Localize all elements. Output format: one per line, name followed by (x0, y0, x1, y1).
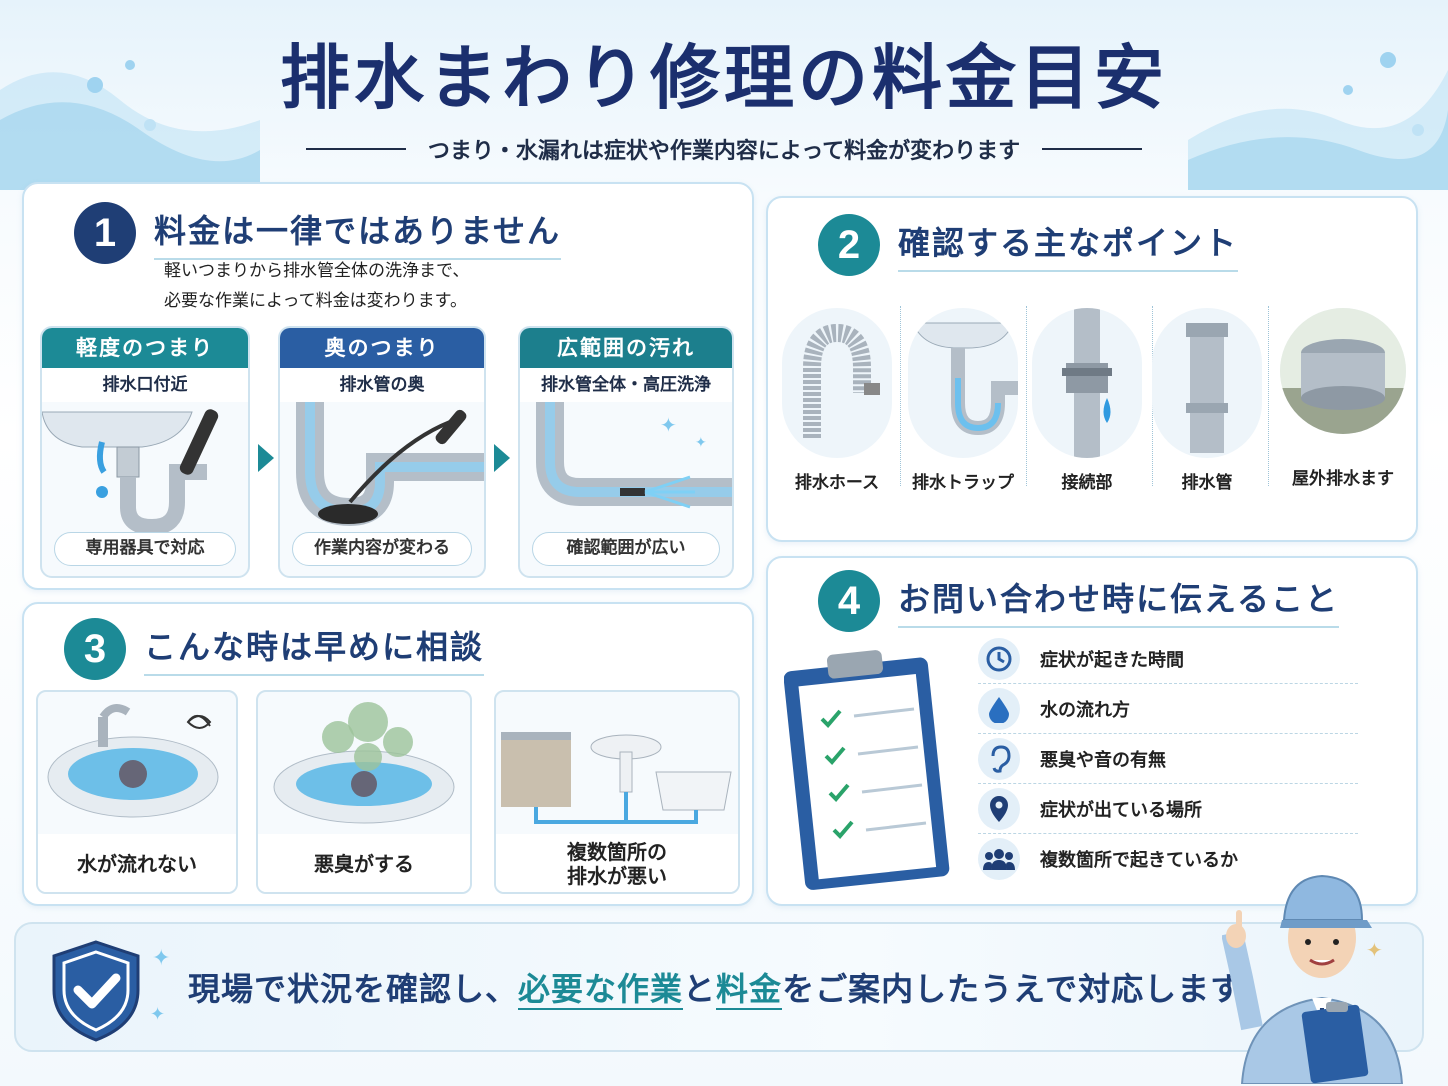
svg-text:✦: ✦ (660, 413, 677, 437)
case-card-sub: 排水口付近 (42, 368, 248, 402)
section-3-panel: 3 こんな時は早めに相談 水が流れない 悪臭がする 複数箇所の排水が悪い (22, 602, 754, 906)
arrow-right-icon (258, 444, 274, 472)
section-4-number: 4 (818, 570, 880, 632)
inquiry-item-smell-sound: 悪臭や音の有無 (978, 734, 1358, 784)
symptom-label: 悪臭がする (258, 834, 470, 892)
case-card-deep-clog: 奥のつまり 排水管の奥 作業内容が変わる (278, 326, 486, 578)
section-2-number: 2 (818, 214, 880, 276)
people-icon (978, 838, 1020, 880)
inquiry-item-time: 症状が起きた時間 (978, 634, 1358, 684)
svg-text:✦: ✦ (695, 435, 707, 451)
pipe-joint-icon (1062, 308, 1112, 458)
check-point-drain-pipe: 排水管 (1148, 308, 1266, 493)
check-point-label: 屋外排水ます (1292, 469, 1394, 489)
section-1-panel: 1 料金は一律ではありません 軽いつまりから排水管全体の洗浄まで、 必要な作業に… (22, 182, 754, 590)
check-point-drain-trap: 排水トラップ (904, 308, 1022, 493)
inquiry-item-location: 症状が出ている場所 (978, 784, 1358, 834)
section-3-heading: 3 こんな時は早めに相談 (64, 618, 485, 680)
water-drop-icon (978, 687, 1020, 730)
clock-icon (978, 637, 1020, 680)
ear-icon (978, 737, 1020, 780)
symptom-label: 複数箇所の排水が悪い (496, 834, 738, 892)
section-2-heading: 2 確認する主なポイント (818, 214, 1239, 276)
catch-basin-icon (1280, 308, 1406, 434)
sparkle-icon: ✦ (1366, 938, 1383, 962)
section-4-heading: 4 お問い合わせ時に伝えること (818, 570, 1340, 632)
inquiry-item-text: 症状が起きた時間 (1040, 649, 1184, 671)
inquiry-item-multiple: 複数箇所で起きているか (978, 834, 1358, 884)
symptom-label: 水が流れない (38, 834, 236, 892)
check-point-joint: 接続部 (1028, 308, 1146, 493)
subtitle-rule-left (305, 148, 406, 150)
water-splash-left-icon (0, 60, 260, 190)
bottom-banner: ✦ ✦ 現場で状況を確認し、必要な作業と料金をご案内したうえで対応します。 ✦ (14, 922, 1424, 1052)
case-card-sub: 排水管全体・高圧洗浄 (520, 368, 732, 402)
check-point-label: 排水トラップ (912, 473, 1014, 493)
check-point-drain-hose: 排水ホース (778, 308, 896, 493)
plumber-worker-icon (1222, 874, 1404, 1084)
case-card-header: 広範囲の汚れ (520, 328, 732, 368)
sparkle-icon: ✦ (150, 1004, 166, 1025)
page-subtitle: つまり・水漏れは症状や作業内容によって料金が変わります (0, 134, 1448, 164)
inquiry-item-text: 症状が出ている場所 (1040, 799, 1202, 821)
section-1-number: 1 (74, 202, 136, 264)
case-card-header: 軽度のつまり (42, 328, 248, 368)
sink-trap-icon (42, 409, 219, 536)
arrow-right-icon (494, 444, 510, 472)
drain-hose-icon (803, 323, 880, 438)
divider (1268, 306, 1269, 486)
section-1-description: 軽いつまりから排水管全体の洗浄まで、 必要な作業によって料金は変わります。 (164, 256, 469, 316)
section-4-title: お問い合わせ時に伝えること (898, 574, 1340, 628)
inquiry-item-text: 水の流れ方 (1040, 699, 1130, 721)
section-3-title: こんな時は早めに相談 (144, 622, 485, 676)
drain-pipe-clog-icon (296, 402, 484, 527)
sink-odor-icon (273, 702, 455, 824)
section-1-title: 料金は一律ではありません (154, 206, 562, 260)
section-1-desc-line-1: 軽いつまりから排水管全体の洗浄まで、 (164, 261, 470, 281)
location-pin-icon (978, 787, 1020, 830)
section-1-heading: 1 料金は一律ではありません (74, 202, 562, 264)
page-title: 排水まわり修理の料金目安 (280, 36, 1168, 119)
symptom-card-multiple-drains: 複数箇所の排水が悪い (494, 690, 740, 894)
divider (1026, 306, 1027, 486)
check-point-outdoor-catch-basin: 屋外排水ます (1278, 308, 1408, 489)
section-4-panel: 4 お問い合わせ時に伝えること 症状が起きた時間 水の流れ方 悪臭や音の有無 症… (766, 556, 1418, 906)
section-1-desc-line-2: 必要な作業によって料金は変わります。 (164, 291, 467, 311)
high-pressure-wash-icon: ✦✦ (536, 402, 732, 509)
clipboard-checklist-icon (784, 650, 950, 890)
check-point-label: 排水管 (1181, 473, 1233, 493)
inquiry-item-text: 複数箇所で起きているか (1040, 850, 1238, 871)
section-2-panel: 2 確認する主なポイント 排水ホース 排水トラップ 接続部 排水管 屋外排水ます (766, 196, 1418, 542)
drain-trap-icon (912, 322, 1018, 436)
water-splash-right-icon (1188, 52, 1448, 190)
shield-check-icon (52, 940, 140, 1042)
subtitle-text: つまり・水漏れは症状や作業内容によって料金が変わります (427, 139, 1021, 164)
case-card-sub: 排水管の奥 (280, 368, 484, 402)
case-card-header: 奥のつまり (280, 328, 484, 368)
case-card-light-clog: 軽度のつまり 排水口付近 専用器具で対応 (40, 326, 250, 578)
symptom-card-no-drain: 水が流れない (36, 690, 238, 894)
case-card-wide-dirt: 広範囲の汚れ 排水管全体・高圧洗浄 ✦✦ 確認範囲が広い (518, 326, 734, 578)
sink-clog-icon (47, 704, 219, 818)
case-card-note: 作業内容が変わる (292, 532, 472, 566)
drain-pipe-icon (1186, 323, 1228, 453)
check-point-label: 排水ホース (794, 473, 880, 493)
multiple-fixtures-icon (501, 732, 732, 824)
subtitle-rule-right (1042, 148, 1143, 150)
banner-message: 現場で状況を確認し、必要な作業と料金をご案内したうえで対応します。 (188, 970, 1273, 1010)
divider (900, 306, 901, 486)
check-point-label: 接続部 (1061, 473, 1113, 493)
case-card-note: 確認範囲が広い (532, 532, 720, 566)
sparkle-icon: ✦ (152, 946, 171, 971)
inquiry-item-water-flow: 水の流れ方 (978, 684, 1358, 734)
inquiry-item-text: 悪臭や音の有無 (1040, 749, 1166, 771)
section-2-title: 確認する主なポイント (898, 218, 1239, 272)
section-3-number: 3 (64, 618, 126, 680)
case-card-note: 専用器具で対応 (54, 532, 236, 566)
symptom-card-bad-smell: 悪臭がする (256, 690, 472, 894)
